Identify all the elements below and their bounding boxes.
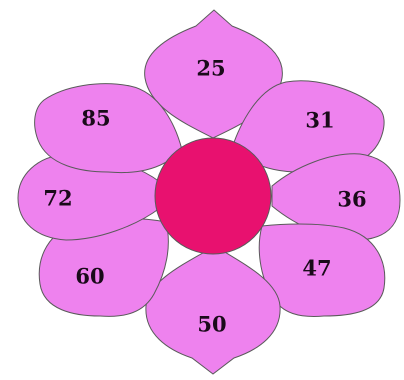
petal-label-lower-right: 47 <box>302 256 331 281</box>
petal-bottom: 50 <box>146 246 280 374</box>
petal-label-upper-right: 31 <box>305 108 334 133</box>
petal-label-bottom: 50 <box>197 312 226 337</box>
petal-label-upper-left: 85 <box>81 106 110 131</box>
petal-label-top: 25 <box>196 56 225 81</box>
petal-label-right: 36 <box>337 187 366 212</box>
petal-label-lower-left: 60 <box>75 264 104 289</box>
flower-center <box>155 138 271 254</box>
petal-label-left: 72 <box>43 186 72 211</box>
